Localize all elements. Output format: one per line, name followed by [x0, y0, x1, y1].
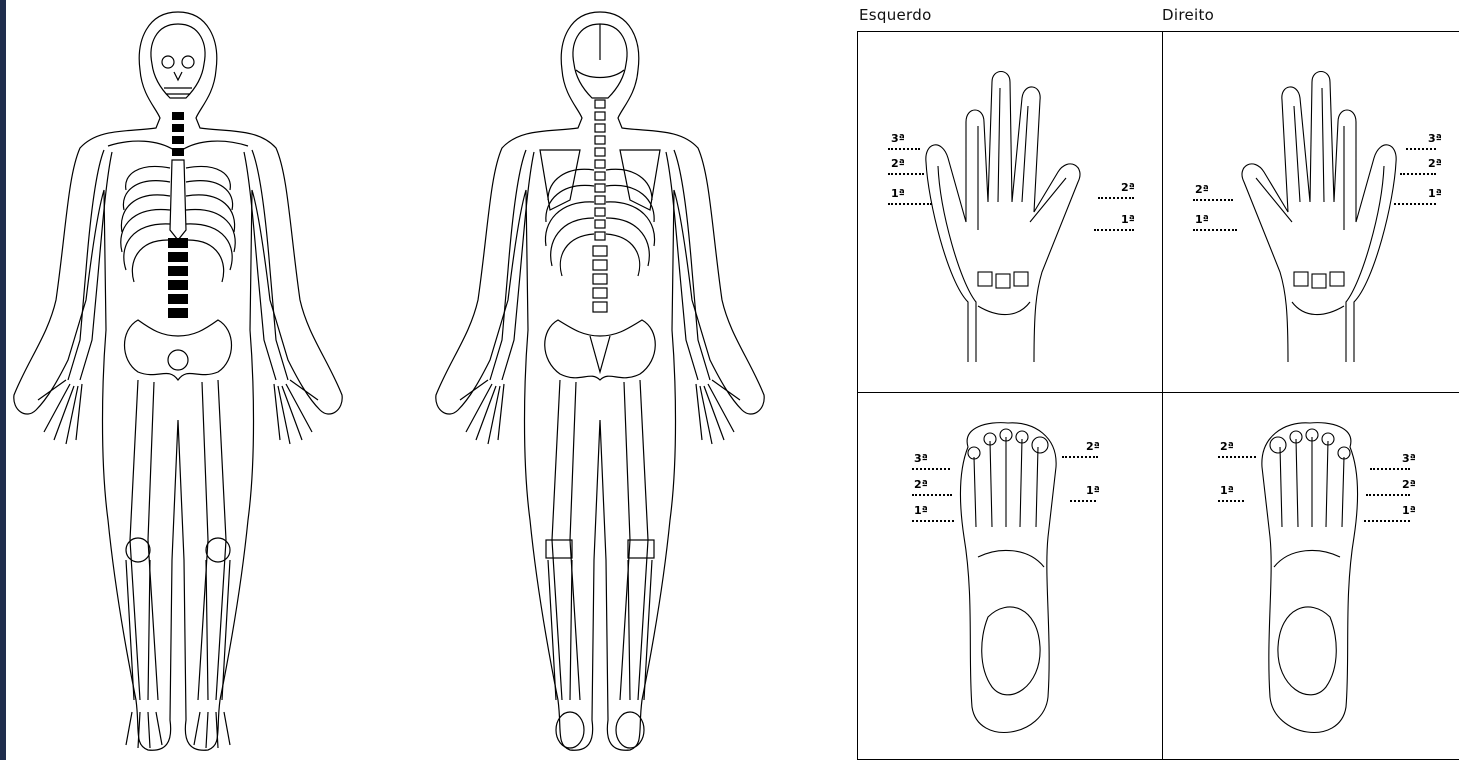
rf-dots-1-right [1364, 520, 1410, 522]
rf-dots-2 [1218, 456, 1256, 458]
right-hand-diagram [1214, 62, 1404, 362]
rh-dots-1 [1193, 229, 1237, 231]
grid-vertical-divider [1162, 32, 1163, 759]
lf-dots-3 [912, 468, 950, 470]
rf-label-2: 2ª [1220, 441, 1234, 452]
lf-label-3: 3ª [914, 453, 928, 464]
rf-label-3-right: 3ª [1402, 453, 1416, 464]
lh-label-1: 1ª [891, 188, 905, 199]
lh-dots-1-right [1094, 229, 1134, 231]
lf-label-1-right: 1ª [1086, 485, 1100, 496]
rf-dots-2-right [1366, 494, 1410, 496]
lh-label-2-right: 2ª [1121, 182, 1135, 193]
lh-label-1-right: 1ª [1121, 214, 1135, 225]
lf-dots-1 [912, 520, 954, 522]
lf-dots-2 [912, 494, 952, 496]
lf-label-2: 2ª [914, 479, 928, 490]
rf-label-1: 1ª [1220, 485, 1234, 496]
left-hand-diagram [918, 62, 1108, 362]
lh-dots-1 [888, 203, 932, 205]
lf-label-1: 1ª [914, 505, 928, 516]
lf-label-2-right: 2ª [1086, 441, 1100, 452]
skeleton-back-view [430, 0, 770, 760]
extremities-grid: 3ª 2ª 1ª 2ª 1ª 2ª 1ª 3ª 2ª 1ª 3ª 2ª 1ª 2… [857, 31, 1459, 760]
rh-dots-2 [1193, 199, 1233, 201]
rh-dots-2-right [1400, 173, 1436, 175]
lh-dots-2-right [1098, 197, 1134, 199]
right-side-label: Direito [1162, 6, 1214, 24]
left-accent-bar [0, 0, 6, 760]
rf-dots-3-right [1370, 468, 1410, 470]
rh-label-2: 2ª [1195, 184, 1209, 195]
lh-dots-2 [888, 173, 924, 175]
lf-dots-1-right [1070, 500, 1096, 502]
skeleton-front-view [8, 0, 348, 760]
rh-label-1-right: 1ª [1428, 188, 1442, 199]
rh-label-2-right: 2ª [1428, 158, 1442, 169]
lh-label-2: 2ª [891, 158, 905, 169]
lh-label-3: 3ª [891, 133, 905, 144]
left-side-label: Esquerdo [859, 6, 932, 24]
rf-label-1-right: 1ª [1402, 505, 1416, 516]
left-foot-diagram [948, 417, 1068, 747]
lf-dots-2-right [1062, 456, 1098, 458]
rh-label-3-right: 3ª [1428, 133, 1442, 144]
grid-horizontal-divider [858, 392, 1459, 393]
rf-dots-1 [1218, 500, 1244, 502]
lh-dots-3 [888, 148, 920, 150]
rf-label-2-right: 2ª [1402, 479, 1416, 490]
rh-dots-3-right [1406, 148, 1436, 150]
right-foot-diagram [1250, 417, 1370, 747]
rh-label-1: 1ª [1195, 214, 1209, 225]
rh-dots-1-right [1394, 203, 1436, 205]
